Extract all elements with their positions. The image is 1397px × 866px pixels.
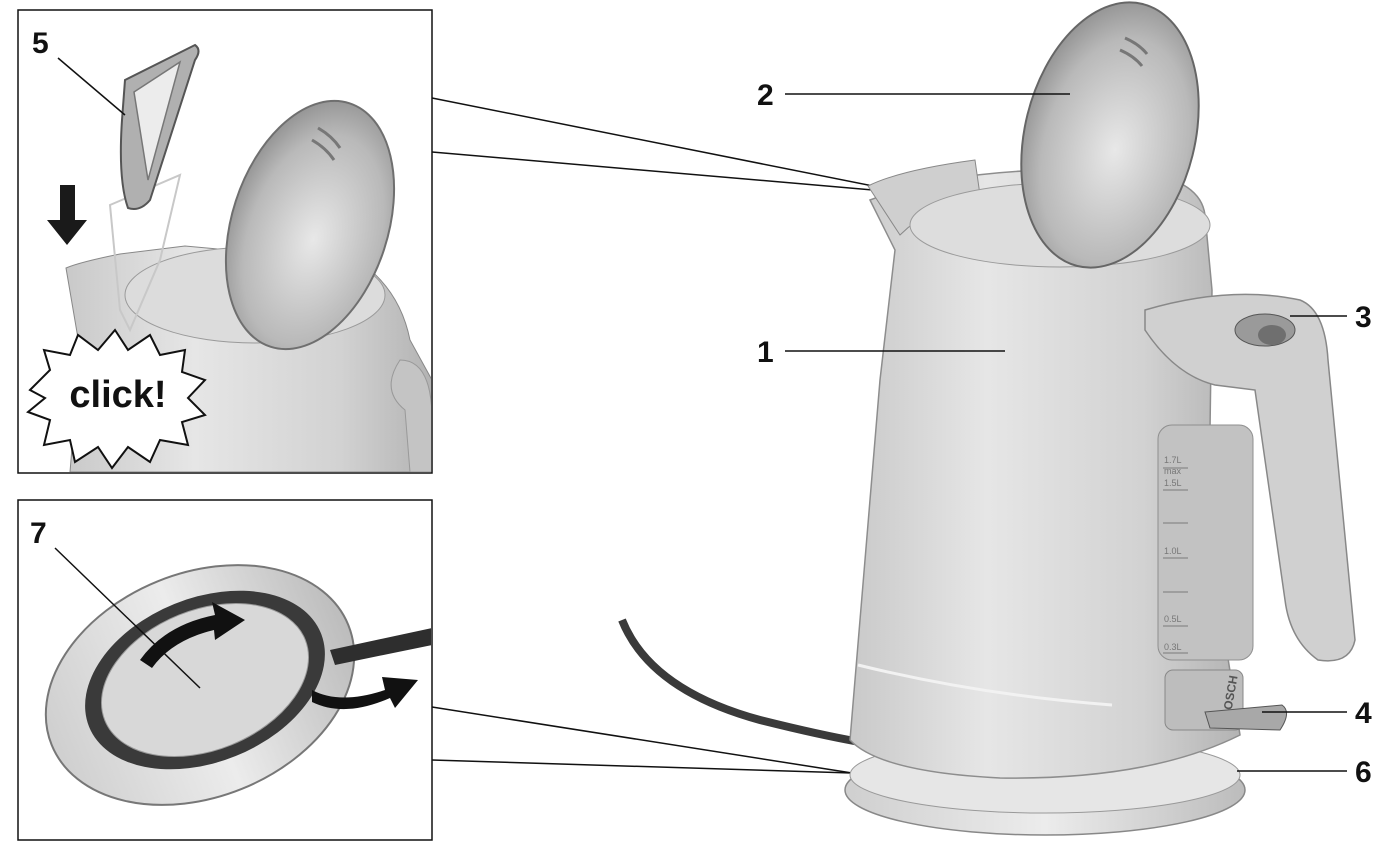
scale-label-0-5: 0.5L — [1164, 614, 1182, 624]
callout-5: 5 — [32, 27, 49, 60]
power-cord — [618, 618, 861, 746]
cord-exit — [330, 628, 431, 665]
arrow-down-icon — [47, 185, 87, 245]
scale-label-0-3: 0.3L — [1164, 642, 1182, 652]
inset-lid — [224, 99, 396, 351]
callout-7: 7 — [30, 517, 47, 550]
inset-leader-lines — [431, 97, 909, 774]
lid — [1020, 1, 1200, 269]
water-scale — [1163, 467, 1188, 654]
callout-2: 2 — [757, 79, 774, 112]
filter-inset: click! 5 — [17, 9, 433, 474]
main-callouts — [785, 93, 1347, 772]
callout-1: 1 — [757, 336, 774, 369]
lid-grip-icon — [1119, 36, 1149, 67]
callout-3: 3 — [1355, 301, 1372, 334]
inset-kettle-handle — [390, 359, 431, 472]
callout-4: 4 — [1355, 697, 1372, 730]
water-level-window — [1157, 424, 1254, 661]
scale-label-1-5: 1.5L — [1164, 478, 1182, 488]
click-burst-icon — [26, 328, 207, 470]
callout-5-leader — [57, 57, 126, 116]
rotate-arrow-icon — [140, 602, 245, 668]
main-kettle: 1.7L max 1.5L 1.0L 0.5L 0.3L BOSCH — [618, 1, 1356, 836]
scale-label-max: max — [1164, 466, 1182, 476]
click-label: click! — [69, 374, 166, 416]
scale-label-1-7: 1.7L — [1164, 455, 1182, 465]
callout-6: 6 — [1355, 756, 1372, 789]
inset-filter-ghost — [108, 173, 182, 333]
inset-lid-grip — [311, 126, 342, 161]
callout-7-leader — [54, 547, 201, 689]
cord-winder — [100, 603, 310, 757]
kettle-handle — [1144, 293, 1356, 662]
scale-label-1-0: 1.0L — [1164, 546, 1182, 556]
base-inset: 7 — [17, 499, 433, 841]
pull-arrow-icon — [312, 677, 418, 710]
